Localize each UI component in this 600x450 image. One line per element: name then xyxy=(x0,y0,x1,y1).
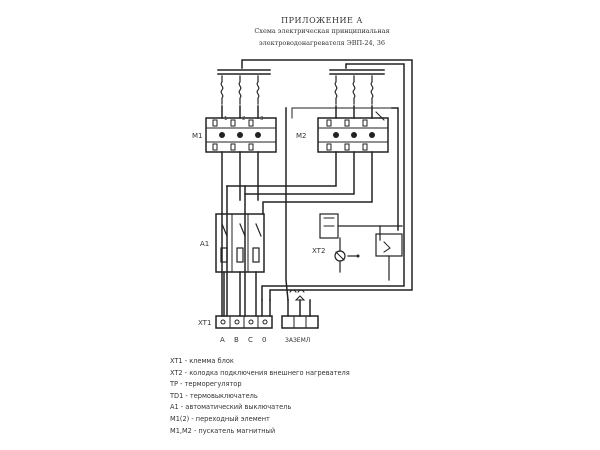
label-neutral: 0 xyxy=(262,336,266,344)
label-breaker: A1 xyxy=(200,240,209,248)
label-h2: 2 xyxy=(242,116,246,122)
left-heater-group xyxy=(205,69,277,153)
legend-item: M1,M2 - пускатель магнитный xyxy=(170,426,276,435)
label-terminal-2: XT2 xyxy=(312,247,325,255)
legend-item: A1 - автоматический выключатель xyxy=(170,403,292,412)
legend-item: M1(2) - переходный элемент xyxy=(170,414,270,423)
neutral-wires xyxy=(261,107,311,317)
label-h1: 1 xyxy=(224,116,228,122)
thermo-regulator-tp xyxy=(375,225,403,281)
control-wires xyxy=(241,59,413,301)
label-grounding: ЗАЗЕМЛ xyxy=(285,337,310,344)
right-heater-group xyxy=(291,69,393,153)
contactor-m2 xyxy=(317,117,389,153)
phase-wires xyxy=(221,151,373,317)
terminal-block-xt1 xyxy=(215,315,319,329)
legend: XT1 - клемма блок XT2 - колодка подключе… xyxy=(170,356,350,437)
label-phase-a: A xyxy=(220,336,225,344)
label-phase-b: B xyxy=(234,336,239,344)
legend-item: TD1 - термовыключатель xyxy=(170,391,258,400)
legend-item: TP - терморегулятор xyxy=(170,380,242,389)
diagram-title: ПРИЛОЖЕНИЕ А xyxy=(281,16,363,25)
legend-item: XT1 - клемма блок xyxy=(170,357,234,365)
label-h3: 3 xyxy=(260,116,264,122)
label-m2: M2 xyxy=(296,132,307,140)
contactor-m1 xyxy=(205,117,277,153)
circuit-breaker-a1 xyxy=(215,213,265,317)
label-m1: M1 xyxy=(192,132,203,140)
diagram-subtitle-2: электроводонагревателя ЭВП-24, 36 xyxy=(258,39,386,47)
thermostat-block xyxy=(319,213,381,273)
legend-item: XT2 - колодка подключения внешнего нагре… xyxy=(170,368,350,377)
label-terminal: XT1 xyxy=(198,319,211,327)
label-phase-c: C xyxy=(248,336,253,344)
right-heater-elements xyxy=(334,75,374,105)
left-heater-elements xyxy=(220,75,260,105)
diagram-subtitle: Схема электрическая принципиальная xyxy=(254,27,390,35)
